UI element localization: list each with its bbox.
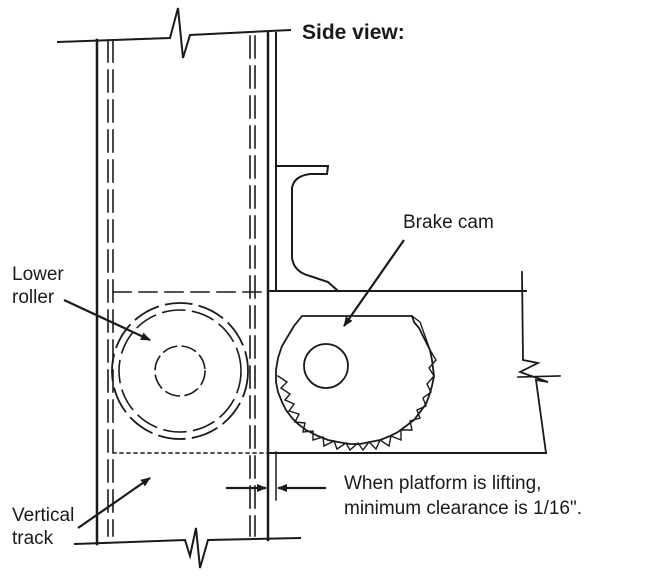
platform-break-zigzag: [517, 375, 561, 378]
brake-cam-leader-arrow: [343, 239, 405, 327]
vertical-track-leader-arrow: [77, 477, 151, 529]
lower-roller-label-line1: Lower: [12, 264, 64, 285]
brake-cam: [275, 315, 437, 452]
lower-roller-leader-arrow: [63, 299, 151, 341]
angle-bracket: [275, 165, 340, 293]
brake-cam-label: Brake cam: [403, 212, 494, 233]
lower-roller: [111, 302, 249, 440]
hidden-track-flanges: [107, 35, 256, 537]
vertical-track-label-line2: track: [12, 528, 54, 549]
top-break-line: [56, 7, 292, 59]
lower-roller-label-line2: roller: [12, 287, 55, 308]
bottom-break-line: [73, 527, 302, 569]
diagram-title: Side view:: [302, 21, 405, 44]
clearance-note-line2: minimum clearance is 1/16".: [344, 498, 583, 519]
platform-break-line: [517, 271, 549, 455]
vertical-track-label-line1: Vertical: [12, 505, 75, 526]
clearance-note-line1: When platform is lifting,: [344, 473, 542, 494]
